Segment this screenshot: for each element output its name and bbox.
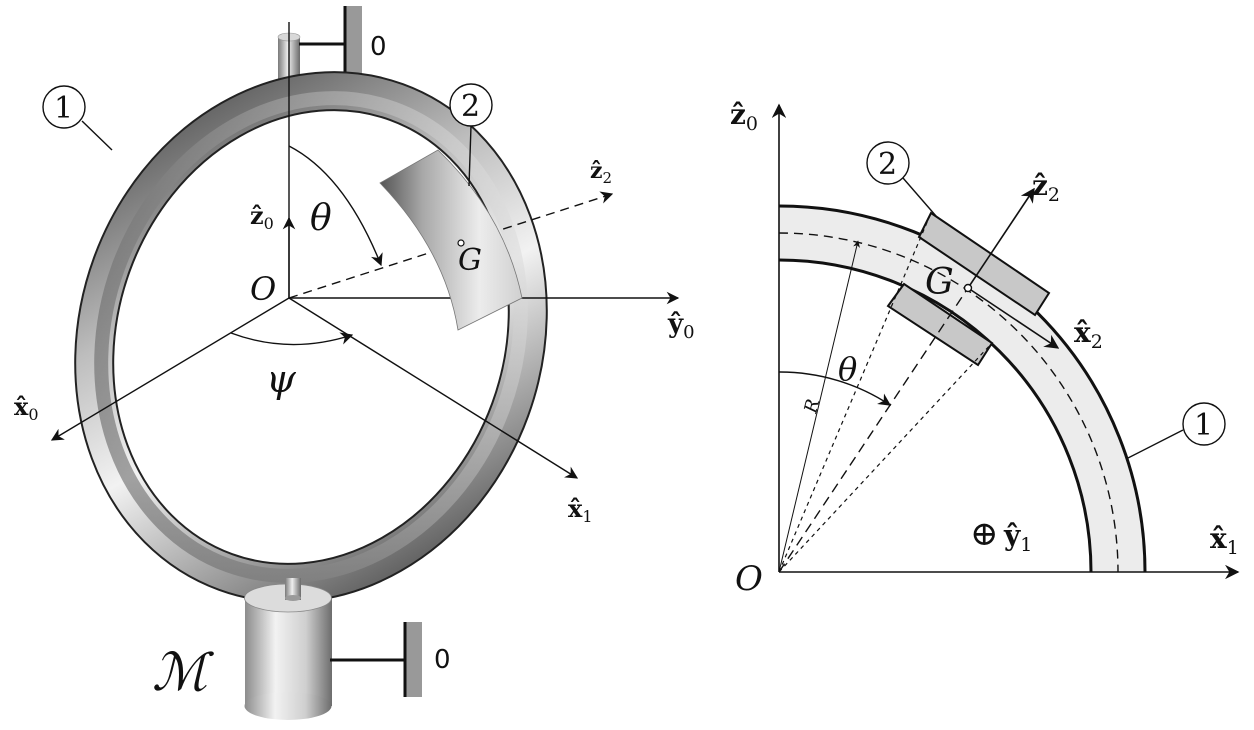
part2-callout-label-right: 2 — [878, 147, 897, 182]
origin-label-right: O — [735, 559, 763, 599]
x0-axis-label: x̂0 — [14, 392, 39, 424]
ground-label-top: 0 — [370, 32, 387, 62]
x2-axis-arrow-right — [967, 287, 1060, 349]
ring-outer-edge — [778, 204, 1147, 573]
ground-bar-top — [345, 6, 362, 81]
psi-arc — [230, 332, 354, 346]
theta-arc-right — [778, 371, 892, 406]
y1-into-page-symbol: ⊕ — [970, 514, 999, 554]
y0-axis-label: ŷ0 — [667, 309, 695, 343]
radial-dotted-inner — [778, 342, 993, 573]
theta-arc — [288, 145, 383, 267]
center-of-mass-point-right — [963, 283, 973, 293]
radial-dashed-center — [778, 287, 969, 573]
z2-axis-label-right: ẑ2 — [1032, 169, 1060, 206]
part1-callout-label-right: 1 — [1194, 408, 1213, 443]
center-of-mass-label-right: G — [925, 262, 954, 303]
part1-leader — [81, 120, 113, 151]
origin-label: O — [250, 270, 276, 308]
radial-dotted-outer — [778, 212, 932, 573]
y1-axis-label-right: ŷ1 — [1003, 519, 1032, 556]
x1-axis-arrow — [288, 297, 579, 479]
part1-callout-label: 1 — [54, 91, 73, 126]
ring-band — [779, 206, 1145, 572]
z0-axis-label: ẑ0 — [250, 201, 274, 233]
left-view: 0 ℳ 0 ẑ0 ŷ0 x̂0 — [14, 6, 695, 720]
x1-axis-label-right: x̂1 — [1210, 522, 1239, 559]
part1-callout-circle-right — [1182, 402, 1226, 446]
part2-callout-circle-right — [866, 141, 910, 185]
ground-label-bottom: 0 — [434, 645, 451, 675]
z0-axis-label-right: ẑ0 — [730, 98, 758, 135]
torus-ring — [74, 71, 548, 603]
motor-cylinder — [244, 578, 332, 720]
ring-inner-edge — [778, 258, 1093, 573]
slider-pad-inner — [886, 282, 994, 367]
part1-callout-circle — [42, 85, 86, 129]
ground-bar-bottom — [405, 622, 422, 697]
psi-label: ψ — [266, 357, 297, 401]
x2-axis-label-right: x̂2 — [1074, 316, 1103, 353]
x1-axis-label: x̂1 — [568, 494, 593, 526]
z2-axis-arrow-right — [967, 187, 1035, 289]
part2-leader-right — [902, 177, 937, 217]
part2-leader — [468, 125, 472, 187]
radius-label: R — [800, 397, 824, 416]
theta-label-right: θ — [838, 350, 857, 388]
part2-callout-label: 2 — [461, 89, 480, 124]
center-of-mass-label: G — [458, 243, 482, 278]
right-view: ẑ0 x̂1 R θ ẑ2 x̂2 G O ⊕ ŷ1 2 1 — [730, 98, 1240, 599]
theta-label: θ — [310, 198, 332, 239]
center-of-mass-point — [457, 239, 465, 247]
motor-label: ℳ — [152, 643, 214, 703]
part1-leader-right — [1127, 429, 1184, 459]
z2-axis-label: ẑ2 — [590, 158, 612, 187]
radius-line — [778, 240, 860, 573]
x0-axis-arrow — [50, 297, 290, 441]
